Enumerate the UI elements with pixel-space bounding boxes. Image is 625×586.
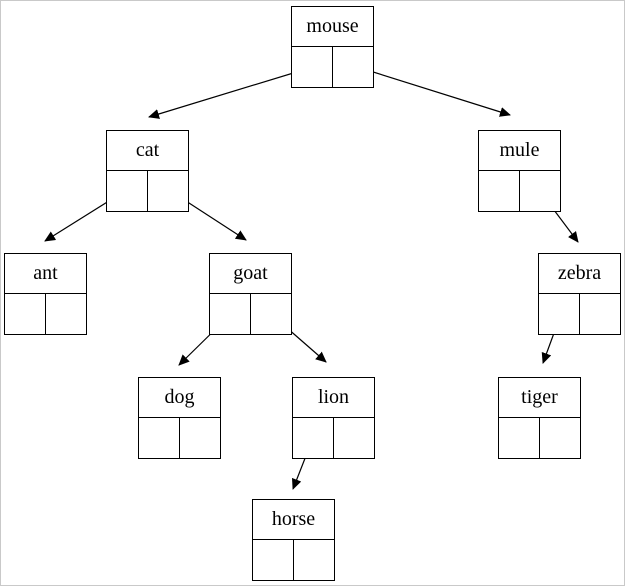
edge-mouse-left-to-cat	[148, 66, 314, 119]
node-label: ant	[4, 253, 87, 294]
pointer-cells	[4, 294, 87, 335]
tree-node-dog: dog	[138, 377, 221, 459]
left-pointer-cell	[479, 171, 520, 211]
pointer-cells	[291, 47, 374, 88]
pointer-cells	[209, 294, 292, 335]
pointer-cells	[498, 418, 581, 459]
pointer-cells	[292, 418, 375, 459]
node-label: lion	[292, 377, 375, 418]
node-label: horse	[252, 499, 335, 540]
left-pointer-cell	[210, 294, 251, 334]
node-label: tiger	[498, 377, 581, 418]
right-pointer-cell	[251, 294, 291, 334]
left-pointer-cell	[5, 294, 46, 334]
tree-node-zebra: zebra	[538, 253, 621, 335]
right-pointer-cell	[520, 171, 560, 211]
node-label: goat	[209, 253, 292, 294]
right-pointer-cell	[148, 171, 188, 211]
left-pointer-cell	[253, 540, 294, 580]
pointer-cells	[106, 171, 189, 212]
left-pointer-cell	[139, 418, 180, 458]
tree-node-cat: cat	[106, 130, 189, 212]
right-pointer-cell	[180, 418, 220, 458]
right-pointer-cell	[333, 47, 373, 87]
tree-node-tiger: tiger	[498, 377, 581, 459]
right-pointer-cell	[46, 294, 86, 334]
left-pointer-cell	[499, 418, 540, 458]
pointer-cells	[478, 171, 561, 212]
left-pointer-cell	[292, 47, 333, 87]
right-pointer-cell	[294, 540, 334, 580]
node-label: mouse	[291, 6, 374, 47]
right-pointer-cell	[540, 418, 580, 458]
tree-node-mule: mule	[478, 130, 561, 212]
node-label: cat	[106, 130, 189, 171]
tree-node-lion: lion	[292, 377, 375, 459]
left-pointer-cell	[107, 171, 148, 211]
tree-node-horse: horse	[252, 499, 335, 581]
tree-node-ant: ant	[4, 253, 87, 335]
node-label: mule	[478, 130, 561, 171]
pointer-cells	[538, 294, 621, 335]
right-pointer-cell	[334, 418, 374, 458]
pointer-cells	[138, 418, 221, 459]
pointer-cells	[252, 540, 335, 581]
node-label: dog	[138, 377, 221, 418]
right-pointer-cell	[580, 294, 620, 334]
left-pointer-cell	[539, 294, 580, 334]
tree-node-goat: goat	[209, 253, 292, 335]
tree-node-mouse: mouse	[291, 6, 374, 88]
edge-mouse-right-to-mule	[353, 65, 511, 117]
left-pointer-cell	[293, 418, 334, 458]
node-label: zebra	[538, 253, 621, 294]
